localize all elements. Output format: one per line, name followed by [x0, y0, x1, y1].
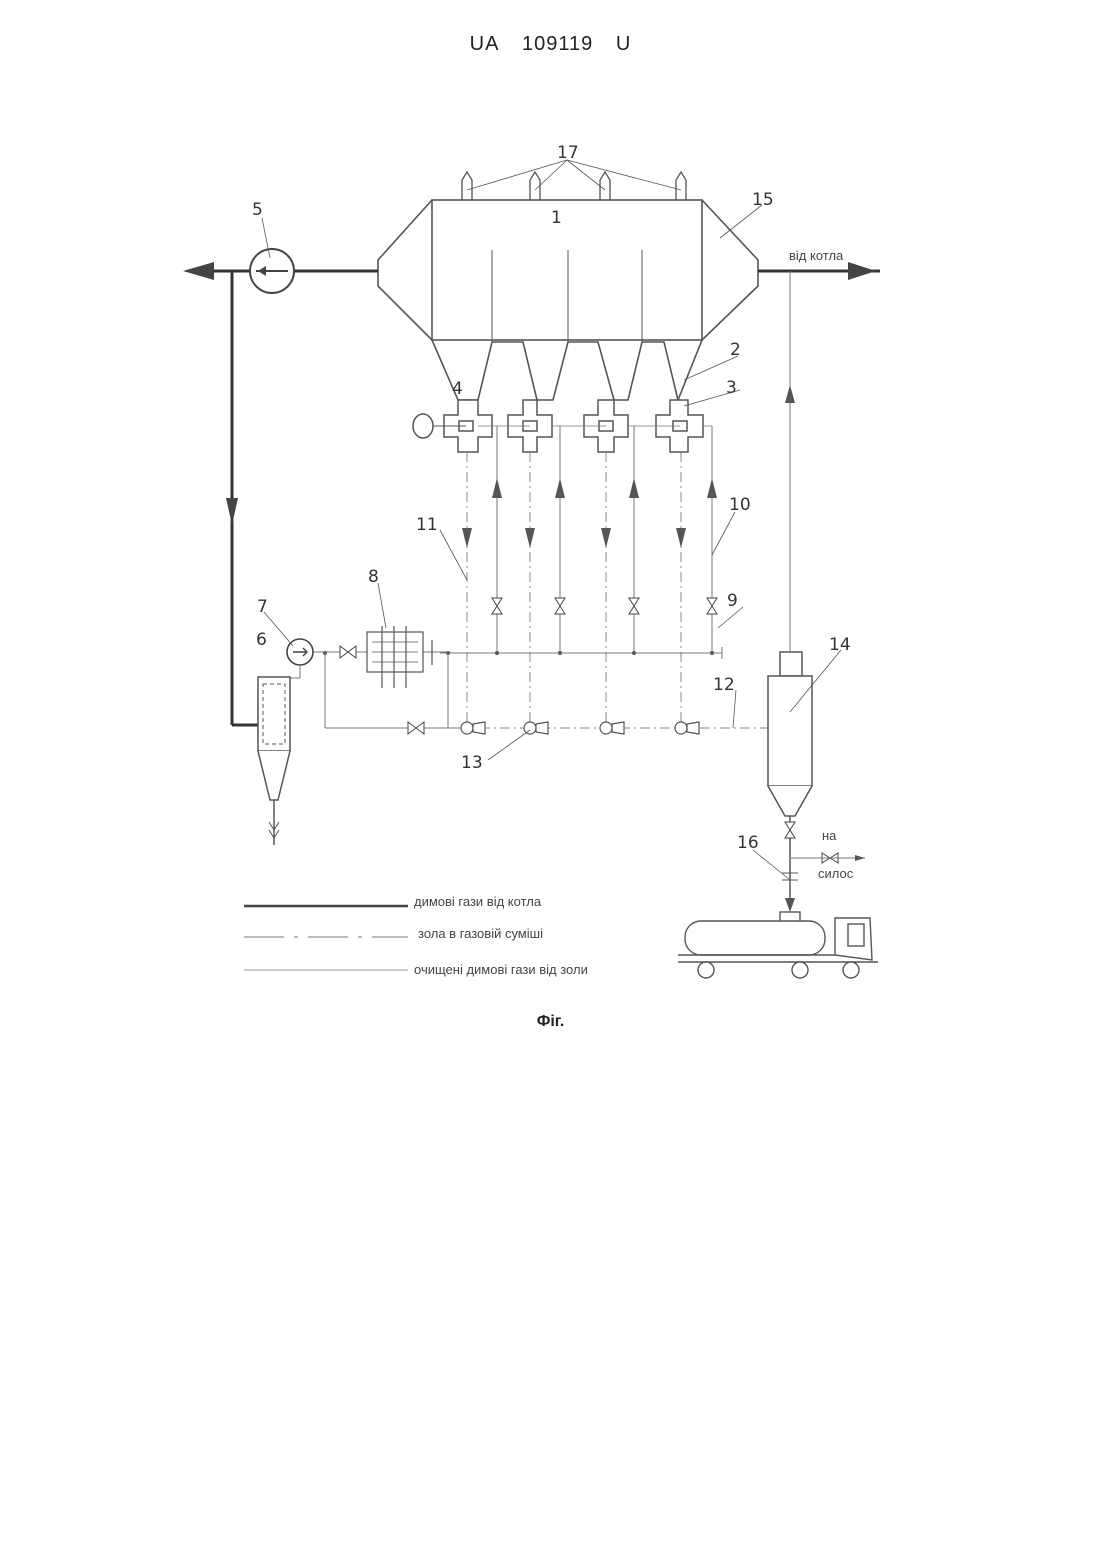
label-17: 17	[557, 143, 579, 163]
label-2: 2	[730, 340, 741, 360]
return-up-arrows	[492, 478, 717, 498]
ash-down-arrows	[462, 528, 686, 548]
label-15: 15	[752, 190, 774, 210]
label-13: 13	[461, 753, 483, 773]
air-heater-8	[367, 626, 432, 688]
label-9: 9	[727, 591, 738, 611]
label-5: 5	[252, 200, 263, 220]
legend-label-0: димові гази від котла	[414, 894, 542, 909]
clean-gas-header-9	[440, 647, 722, 659]
label-11: 11	[416, 515, 438, 535]
insulators	[462, 160, 686, 200]
annotation-to-silo-2: силос	[818, 866, 854, 881]
label-8: 8	[368, 567, 379, 587]
label-14: 14	[829, 635, 851, 655]
figure-caption: Фіг.	[0, 1013, 1101, 1031]
label-3: 3	[726, 378, 737, 398]
label-16: 16	[737, 833, 759, 853]
label-4: 4	[452, 379, 463, 399]
cyclone-6	[258, 677, 290, 845]
leader-lines	[262, 205, 841, 880]
separator-14	[768, 652, 812, 900]
legend: димові гази від котла зола в газовій сум…	[244, 894, 588, 977]
label-1: 1	[551, 208, 562, 228]
label-10: 10	[729, 495, 751, 515]
legend-label-2: очищені димові гази від золи	[414, 962, 588, 977]
label-7: 7	[257, 597, 268, 617]
up-arrow-icon	[785, 385, 795, 403]
exhaust-arrow-icon	[183, 262, 214, 280]
label-6: 6	[256, 630, 267, 650]
fan-5	[250, 249, 294, 293]
ash-tanker-truck	[678, 912, 878, 978]
precipitator-housing	[378, 200, 758, 400]
down-arrow-icon	[226, 498, 238, 525]
blower-7	[287, 639, 313, 665]
legend-label-1: зола в газовій суміші	[418, 926, 543, 941]
annotation-from-boiler: від котла	[789, 248, 844, 263]
inlet-arrow-icon	[848, 262, 876, 280]
label-12: 12	[713, 675, 735, 695]
annotation-to-silo-1: на	[822, 828, 837, 843]
return-valves	[492, 598, 717, 614]
